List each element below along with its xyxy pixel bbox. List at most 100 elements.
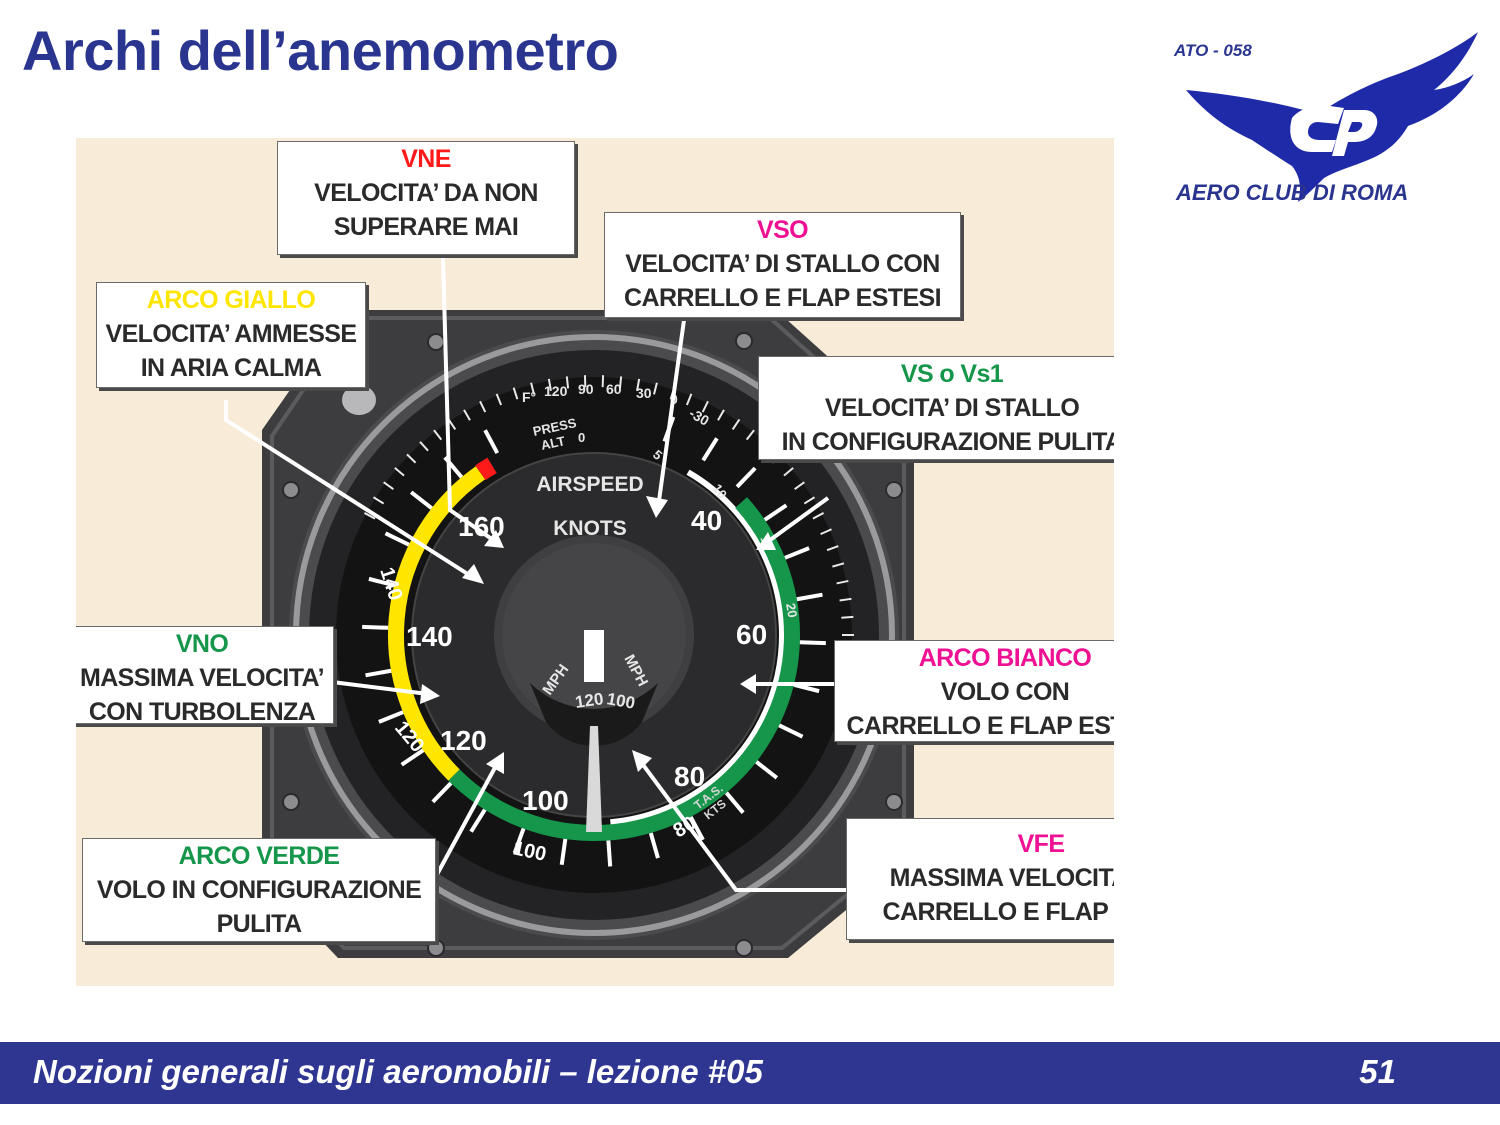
press-alt-tick [495, 393, 503, 406]
mph-window [530, 683, 658, 746]
callout-vso-line-1: VELOCITA’ DI STALLO CON [625, 250, 940, 278]
callout-vne: VNE VELOCITA’ DA NON SUPERARE MAI [277, 141, 575, 255]
press-alt-tick [745, 429, 755, 441]
aero-club-logo: ATO - 058 AERO CLUB DI ROMA [1173, 32, 1478, 205]
mph-value-120: 120 [574, 689, 605, 712]
slide-title: Archi dell’anemometro [22, 19, 619, 82]
press-alt-tick [820, 528, 832, 536]
knots-120: 120 [440, 725, 487, 756]
knots-40: 40 [691, 505, 722, 536]
press-alt-tick [530, 382, 535, 395]
press-alt-tick [653, 382, 658, 395]
press-alt-tick [803, 496, 816, 505]
callout-arco-giallo-line-2: IN ARIA CALMA [140, 354, 322, 382]
speed-tick [365, 668, 392, 678]
speed-tick [378, 710, 404, 724]
red-line [475, 457, 497, 481]
speed-tick [368, 576, 395, 588]
speed-tick [400, 748, 425, 767]
callout-vno-head: VNO [175, 630, 229, 658]
footer-title: Nozioni generali sugli aeromobili – lezi… [33, 1053, 763, 1090]
press-alt-tick [394, 467, 405, 477]
temp-90: 90 [578, 381, 594, 397]
callout-arco-verde-line-1: VOLO IN CONFIGURAZIONE [96, 876, 422, 904]
press-alt-tick [363, 512, 376, 520]
callout-vso: VSO VELOCITA’ DI STALLO CON CARRELLO E F… [604, 212, 961, 318]
callout-arco-bianco: ARCO BIANCO VOLO CON CARRELLO E FLAP EST… [834, 640, 1114, 742]
callout-arco-bianco-line-2: CARRELLO E FLAP ESTESI [846, 712, 1114, 740]
press-alt-10: 10 [710, 481, 731, 501]
press-alt-tick [836, 579, 849, 585]
press-alt-tick [512, 387, 519, 400]
callout-vs-line-2: IN CONFIGURAZIONE PULITA [781, 428, 1114, 456]
callout-arco-verde-head: ARCO VERDE [178, 842, 340, 870]
speed-tick [606, 840, 613, 867]
callout-arrows [224, 257, 846, 892]
callout-vno: VNO MASSIMA VELOCITA’ CON TURBOLENZA [76, 626, 334, 724]
press-alt-tick [618, 376, 623, 389]
speed-tick [755, 760, 779, 780]
knots-100: 100 [522, 785, 569, 816]
temp-60: 60 [606, 381, 622, 397]
mph-value-100: 100 [605, 689, 636, 713]
press-alt-tick [794, 481, 805, 491]
page-number: 51 [1359, 1053, 1396, 1090]
knots-60: 60 [736, 619, 767, 650]
callout-vs-head: VS o Vs1 [900, 360, 1004, 388]
callout-vfe-line-2: CARRELLO E FLAP ESTESI [882, 898, 1114, 926]
callout-arco-bianco-line-1: VOLO CON [940, 678, 1070, 706]
speed-tick [735, 466, 757, 489]
footer-bar: Nozioni generali sugli aeromobili – lezi… [0, 1042, 1500, 1104]
green-arc [448, 497, 800, 841]
callout-vs-line-1: VELOCITA’ DI STALLO [824, 394, 1080, 422]
speed-tick [384, 531, 410, 547]
press-alt-tick [812, 512, 825, 520]
logo-code: ATO - 058 [1173, 41, 1252, 60]
speed-tick [409, 490, 433, 510]
white-arc [610, 469, 785, 826]
callout-vno-line-2: CON TURBOLENZA [88, 698, 316, 724]
callout-arco-giallo-head: ARCO GIALLO [146, 286, 316, 314]
speed-tick [648, 832, 660, 859]
press-alt-tick [383, 481, 394, 491]
callout-vso-line-2: CARRELLO E FLAP ESTESI [624, 284, 942, 312]
press-alt-tick [826, 545, 839, 552]
press-alt-tick [636, 378, 641, 391]
speed-tick [701, 437, 719, 462]
press-alt-tick [547, 378, 552, 391]
temp-30: 30 [636, 385, 652, 401]
speed-tick [469, 808, 487, 833]
speed-tick [784, 546, 810, 560]
press-alt-tick [406, 453, 417, 464]
speed-tick [799, 640, 826, 646]
callout-vso-head: VSO [757, 216, 809, 244]
press-alt-0: 0 [578, 430, 585, 445]
callout-vs: VS o Vs1 VELOCITA’ DI STALLO IN CONFIGUR… [758, 356, 1114, 460]
callout-vfe-line-1: MASSIMA VELOCITA’ CON [889, 864, 1114, 892]
press-alt-tick [731, 418, 741, 430]
knots-label: KNOTS [553, 517, 627, 540]
press-alt-tick [372, 496, 385, 505]
speed-tick [763, 503, 788, 522]
callout-vne-head: VNE [401, 145, 451, 173]
press-alt-tick [565, 376, 570, 389]
mount-hole [342, 385, 376, 415]
press-alt-tick [717, 409, 725, 421]
callout-arrowheads [420, 496, 776, 774]
callout-vno-line-1: MASSIMA VELOCITA’ [80, 664, 325, 692]
callout-vfe-head: VFE [1017, 830, 1065, 858]
speed-tick [796, 592, 823, 602]
press-alt-tick [463, 409, 471, 421]
knots-140: 140 [406, 621, 453, 652]
callout-vne-line-2: SUPERARE MAI [333, 213, 519, 241]
logo-club-name: AERO CLUB DI ROMA [1175, 180, 1408, 205]
speed-tick [688, 815, 705, 841]
press-alt-tick [447, 418, 457, 430]
airspeed-indicator: AIRSPEED KNOTS MPH 120 100 MPH 40 60 80 … [224, 257, 914, 958]
callout-arco-verde: ARCO VERDE VOLO IN CONFIGURAZIONE PULITA [82, 838, 436, 942]
press-alt-label-2: ALT [540, 433, 567, 453]
speed-tick [483, 429, 500, 455]
airspeed-label: AIRSPEED [536, 473, 643, 496]
mount-screw-icons [282, 332, 903, 957]
press-alt-tick [839, 597, 852, 602]
